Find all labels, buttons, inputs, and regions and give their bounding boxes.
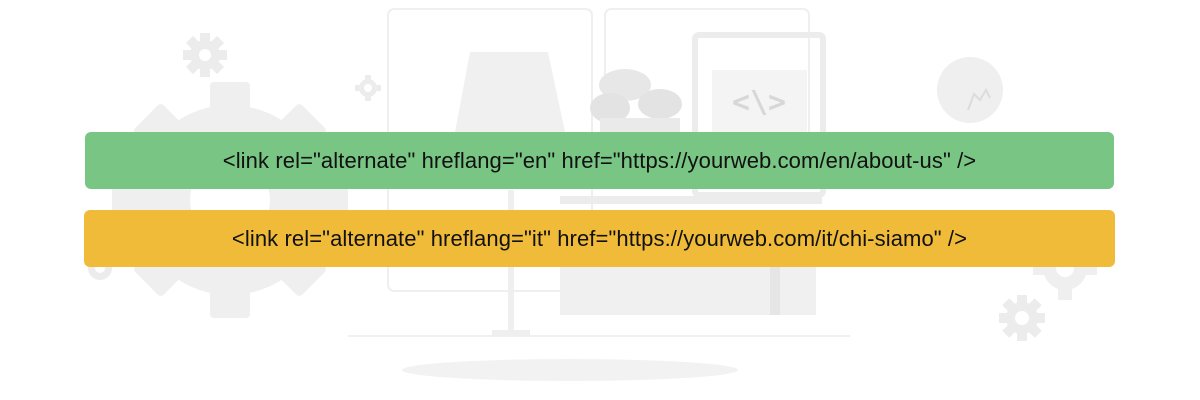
gear-icon (183, 33, 227, 77)
potted-plant-icon (590, 69, 682, 132)
table-lamp-icon (455, 52, 565, 336)
light-bulb-icon (937, 57, 1003, 123)
floor-shadow (402, 359, 738, 381)
gear-icon (999, 295, 1045, 341)
svg-text:<\>: <\> (732, 85, 786, 120)
code-monitor-icon: <\> (692, 32, 826, 198)
desk (560, 196, 822, 315)
hreflang-en-code-bar: <link rel="alternate" hreflang="en" href… (85, 132, 1114, 189)
hreflang-en-code-text: <link rel="alternate" hreflang="en" href… (222, 147, 977, 173)
gear-icon (112, 82, 348, 318)
gear-icon (355, 75, 381, 101)
hreflang-it-code-bar: <link rel="alternate" hreflang="it" href… (84, 210, 1115, 267)
hreflang-it-code-text: <link rel="alternate" hreflang="it" href… (231, 225, 968, 251)
